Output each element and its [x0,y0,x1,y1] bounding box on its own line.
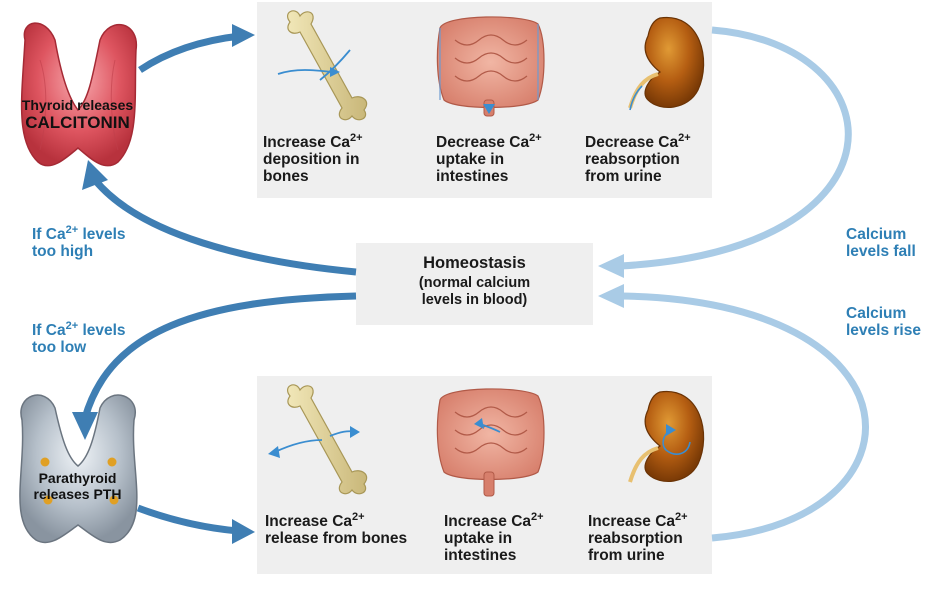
arrowhead-parathyroid [232,519,255,544]
outcome-levels-fall: Calcium levels fall [846,226,916,260]
outcome-rise-line2: levels rise [846,322,921,339]
kidney-image-bottom [628,390,705,483]
condition-too-low: If Ca2+ levels too low [32,320,126,357]
arrow-homeostasis-to-parathyroid [81,292,357,419]
outcome-levels-rise: Calcium levels rise [846,305,921,339]
condition-low-suffix: levels [78,322,126,339]
parathyroid-label-line1: Parathyroid [38,470,117,486]
bone-image-bottom [268,384,368,495]
condition-high-line2: too high [32,243,94,260]
arrowhead-to-thyroid [82,160,108,190]
bottom-action-kidney-line2: reabsorption [588,530,683,547]
arrow-fall-to-homeostasis [619,26,852,270]
top-action-intestines-line3: intestines [436,168,509,185]
bottom-action-bones-prefix: Increase Ca [265,513,353,530]
kidney-image-top [628,16,705,111]
parathyroid-label-line2: releases PTH [33,486,122,502]
thyroid-label-line1: Thyroid releases [21,97,134,113]
condition-low-prefix: If Ca [32,322,66,339]
homeostasis-line3: levels in blood) [421,292,528,308]
top-action-kidney-line3: from urine [585,168,662,185]
top-action-kidney-sup: 2+ [678,132,691,144]
parathyroid-label: Parathyroid releases PTH [0,470,155,502]
top-action-bones: Increase Ca2+ deposition in bones [263,132,363,186]
condition-high-prefix: If Ca [32,226,66,243]
top-action-intestines-sup: 2+ [529,132,542,144]
bone-image-top [277,10,368,121]
top-action-kidney-line2: reabsorption [585,151,680,168]
bottom-action-intestines-sup: 2+ [531,511,544,523]
bottom-action-kidney-prefix: Increase Ca [588,513,676,530]
arrowhead-fall [598,254,624,278]
top-action-kidney: Decrease Ca2+ reabsorption from urine [585,132,691,186]
bottom-action-kidney: Increase Ca2+ reabsorption from urine [588,511,688,565]
arrowhead-to-parathyroid [72,412,98,440]
intestine-image-bottom [436,388,545,497]
arrow-thyroid-to-actions [138,32,241,73]
condition-high-suffix: levels [78,226,126,243]
thyroid-gland-image [20,22,137,167]
arrow-homeostasis-to-thyroid [92,177,357,276]
bottom-action-kidney-line3: from urine [588,547,665,564]
top-action-intestines: Decrease Ca2+ uptake in intestines [436,132,542,186]
top-action-bones-sup: 2+ [350,132,363,144]
homeostasis-title: Homeostasis [423,254,526,272]
arrow-parathyroid-to-actions [136,504,239,535]
arrowhead-rise [598,284,624,308]
homeostasis-subtitle: (normal calcium levels in blood) [356,275,593,309]
parathyroid-gland-image [19,394,138,544]
top-action-bones-line2: deposition in [263,151,360,168]
homeostasis-line2: (normal calcium [418,275,531,291]
thyroid-label-line2: CALCITONIN [25,113,130,132]
condition-high-sup: 2+ [65,224,79,236]
intestine-image-top [436,16,545,117]
homeostasis-box [356,243,593,325]
arrowhead-thyroid [232,24,255,47]
outcome-fall-line1: Calcium [846,226,907,243]
top-action-intestines-line2: uptake in [436,151,505,168]
top-action-intestines-prefix: Decrease Ca [436,134,530,151]
outcome-rise-line1: Calcium [846,305,907,322]
condition-low-line2: too low [32,339,87,356]
condition-low-sup: 2+ [65,320,79,332]
arrow-rise-to-homeostasis [619,292,869,542]
bottom-action-intestines-prefix: Increase Ca [444,513,532,530]
bottom-action-intestines: Increase Ca2+ uptake in intestines [444,511,544,565]
bottom-action-intestines-line3: intestines [444,547,517,564]
thyroid-label: Thyroid releases CALCITONIN [0,97,155,133]
bottom-action-bones: Increase Ca2+ release from bones [265,511,408,548]
bottom-action-intestines-line2: uptake in [444,530,513,547]
outcome-fall-line2: levels fall [846,243,916,260]
bottom-action-kidney-sup: 2+ [675,511,688,523]
top-action-kidney-prefix: Decrease Ca [585,134,679,151]
top-action-bones-line3: bones [263,168,309,185]
bottom-action-bones-sup: 2+ [352,511,365,523]
bottom-action-bones-line2: release from bones [265,530,408,547]
condition-too-high: If Ca2+ levels too high [32,224,126,261]
top-action-bones-prefix: Increase Ca [263,134,351,151]
